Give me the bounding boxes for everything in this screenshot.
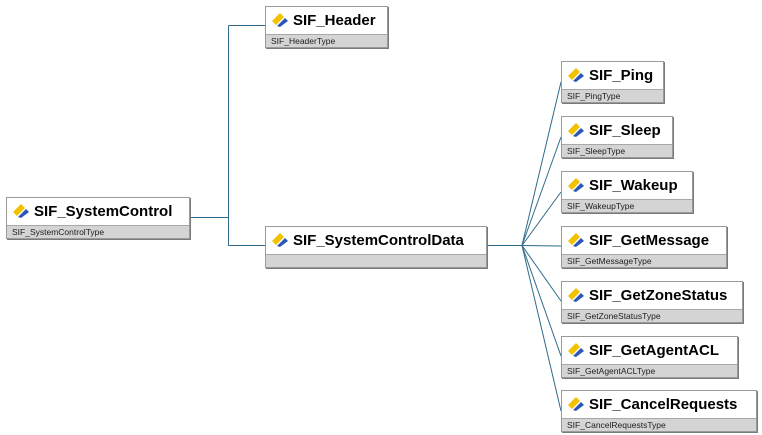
- node-name: SIF_SystemControl: [34, 203, 173, 220]
- node-sif-ping[interactable]: SIF_Ping SIF_PingType: [561, 61, 664, 103]
- node-sif-getzonestatus[interactable]: SIF_GetZoneStatus SIF_GetZoneStatusType: [561, 281, 743, 323]
- element-icon: [13, 204, 29, 218]
- element-icon: [272, 233, 288, 247]
- node-type: SIF_WakeupType: [562, 199, 692, 212]
- element-icon: [568, 343, 584, 357]
- node-type: SIF_GetMessageType: [562, 254, 726, 267]
- element-icon: [568, 68, 584, 82]
- node-type: SIF_SystemControlType: [7, 225, 189, 238]
- element-icon: [568, 397, 584, 411]
- node-name: SIF_SystemControlData: [293, 232, 464, 249]
- element-icon: [568, 123, 584, 137]
- node-sif-wakeup[interactable]: SIF_Wakeup SIF_WakeupType: [561, 171, 693, 213]
- node-type: SIF_GetZoneStatusType: [562, 309, 742, 322]
- element-icon: [272, 13, 288, 27]
- node-name: SIF_Wakeup: [589, 177, 678, 194]
- node-sif-header[interactable]: SIF_Header SIF_HeaderType: [265, 6, 388, 48]
- element-icon: [568, 178, 584, 192]
- node-name: SIF_Sleep: [589, 122, 661, 139]
- node-type: SIF_SleepType: [562, 144, 672, 157]
- node-sif-sleep[interactable]: SIF_Sleep SIF_SleepType: [561, 116, 673, 158]
- node-sif-systemcontroldata[interactable]: SIF_SystemControlData: [265, 226, 487, 268]
- node-type: SIF_PingType: [562, 89, 663, 102]
- node-type: SIF_HeaderType: [266, 34, 387, 47]
- node-type: SIF_GetAgentACLType: [562, 364, 737, 377]
- node-name: SIF_GetAgentACL: [589, 342, 720, 359]
- node-sif-getagentacl[interactable]: SIF_GetAgentACL SIF_GetAgentACLType: [561, 336, 738, 378]
- node-type: [266, 254, 486, 267]
- element-icon: [568, 233, 584, 247]
- element-icon: [568, 288, 584, 302]
- node-name: SIF_Header: [293, 12, 376, 29]
- node-sif-getmessage[interactable]: SIF_GetMessage SIF_GetMessageType: [561, 226, 727, 268]
- node-sif-systemcontrol[interactable]: SIF_SystemControl SIF_SystemControlType: [6, 197, 190, 239]
- node-name: SIF_GetMessage: [589, 232, 710, 249]
- node-name: SIF_Ping: [589, 67, 654, 84]
- node-sif-cancelrequests[interactable]: SIF_CancelRequests SIF_CancelRequestsTyp…: [561, 390, 757, 432]
- node-name: SIF_GetZoneStatus: [589, 287, 728, 304]
- node-name: SIF_CancelRequests: [589, 396, 738, 413]
- node-type: SIF_CancelRequestsType: [562, 418, 756, 431]
